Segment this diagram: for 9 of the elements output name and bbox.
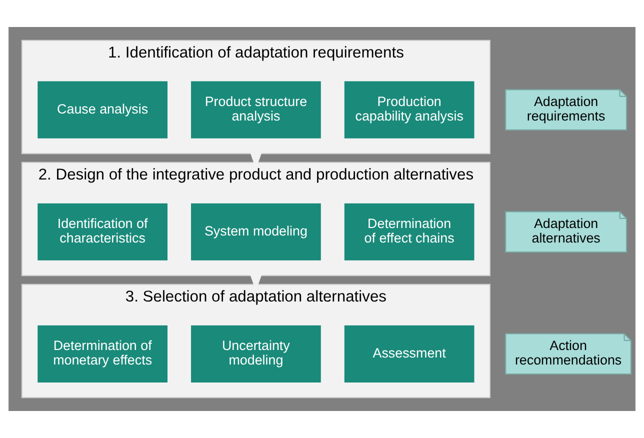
node-box: Determination of effect chains: [344, 203, 474, 260]
node-box: Cause analysis: [38, 81, 168, 138]
node-box: System modeling: [191, 203, 321, 260]
node-box: Identification of characteristics: [38, 203, 168, 260]
node-box: Uncertainty modeling: [191, 325, 321, 382]
node-box: Determination of monetary effects: [38, 325, 168, 382]
node-box: Assessment: [344, 325, 474, 382]
node-box: Production capability analysis: [344, 81, 474, 138]
node-box: Product structure analysis: [191, 81, 321, 138]
